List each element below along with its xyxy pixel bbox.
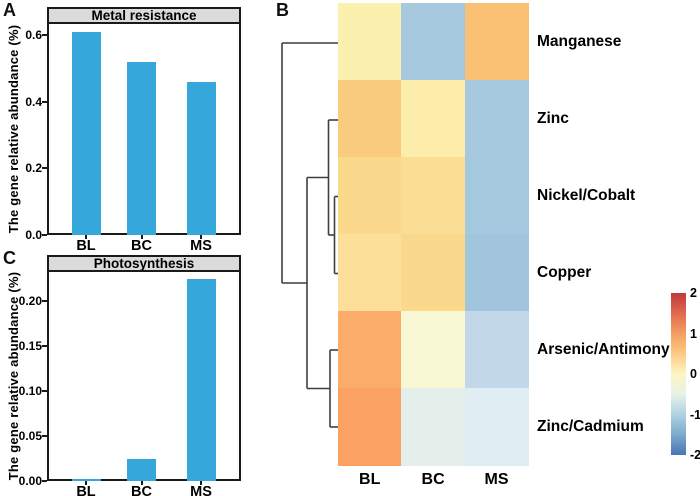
colorbar-tick-label: 0 bbox=[690, 367, 697, 381]
heatmap-cell-zinc-cadmium-BL bbox=[338, 388, 402, 466]
heatmap-cell-zinc-cadmium-BC bbox=[401, 388, 466, 466]
metal-bar-BL bbox=[71, 31, 101, 235]
metal-ytick-label: 0.6 bbox=[25, 27, 42, 42]
photo-ytick-mark bbox=[42, 300, 47, 302]
metal-ytick-mark bbox=[42, 100, 47, 103]
heatmap-cell-copper-BL bbox=[338, 234, 402, 312]
heatmap-cell-zinc-MS bbox=[464, 80, 529, 158]
metal-ytick-label: 0.2 bbox=[25, 161, 42, 176]
heatmap-cell-manganese-BC bbox=[401, 3, 466, 81]
heatmap-cell-arsenic-antimony-BL bbox=[338, 311, 402, 389]
metal-xtick-label: MS bbox=[190, 238, 212, 254]
heatmap-row-label: Copper bbox=[537, 263, 592, 281]
colorbar bbox=[671, 293, 686, 455]
heatmap-cell-copper-MS bbox=[464, 234, 529, 312]
photo-xtick-label: BC bbox=[131, 484, 152, 496]
photo-xtick-label: BL bbox=[76, 484, 96, 496]
heatmap-cell-manganese-BL bbox=[338, 3, 402, 81]
metal-xtick-mark bbox=[140, 235, 143, 239]
heatmap-cell-zinc-BC bbox=[401, 80, 466, 158]
photo-xtick-mark bbox=[200, 481, 202, 485]
colorbar-tick-label: -1 bbox=[690, 407, 700, 422]
colorbar-tick-label: -2 bbox=[690, 448, 700, 462]
photo-ytick-label: 0.20 bbox=[18, 294, 42, 308]
photo-xtick-mark bbox=[85, 481, 87, 485]
heatmap-cell-zinc-cadmium-MS bbox=[464, 388, 529, 466]
panel-b-label: B bbox=[276, 0, 289, 20]
photo-bar-MS bbox=[186, 278, 216, 481]
heatmap-cell-zinc-BL bbox=[338, 80, 402, 158]
heatmap-cell-copper-BC bbox=[401, 234, 466, 312]
metal-xtick-label: BL bbox=[76, 238, 96, 254]
photo-ytick-label: 0.05 bbox=[18, 429, 42, 443]
metal-bar-MS bbox=[186, 81, 216, 235]
heatmap-cell-nickel-cobalt-MS bbox=[464, 157, 529, 235]
heatmap-cell-arsenic-antimony-BC bbox=[401, 311, 466, 389]
photo-ytick-label: 0.15 bbox=[18, 339, 42, 353]
metal-ytick-label: 0.0 bbox=[25, 228, 42, 242]
panel-c-label: C bbox=[3, 248, 16, 268]
photo-ytick-label: 0.00 bbox=[18, 474, 42, 488]
heatmap-cell-nickel-cobalt-BL bbox=[338, 157, 402, 235]
panel-a-label: A bbox=[3, 0, 16, 20]
metal-ytick-mark bbox=[42, 33, 47, 36]
photo-ytick-mark bbox=[42, 480, 47, 482]
photo-xtick-label: MS bbox=[190, 484, 212, 496]
photo-bar-BL bbox=[71, 479, 101, 481]
photo-xtick-mark bbox=[140, 481, 143, 485]
colorbar-tick-label: 1 bbox=[690, 326, 697, 341]
metal-xtick-mark bbox=[200, 235, 202, 239]
heatmap-col-label: BL bbox=[359, 471, 381, 488]
heatmap-cell-arsenic-antimony-MS bbox=[464, 311, 529, 389]
heatmap-row-label: Zinc/Cadmium bbox=[537, 417, 644, 435]
metal-xtick-label: BC bbox=[131, 238, 152, 254]
heatmap-row-label: Zinc bbox=[537, 109, 569, 127]
metal-title: Metal resistance bbox=[47, 7, 241, 24]
photo-bar-BC bbox=[127, 458, 156, 481]
heatmap-row-label: Nickel/Cobalt bbox=[537, 186, 636, 204]
metal-ytick-label: 0.4 bbox=[25, 94, 42, 109]
metal-xtick-mark bbox=[85, 235, 87, 239]
photo-ytick-mark bbox=[42, 390, 47, 392]
metal-ytick-mark bbox=[42, 234, 47, 236]
photo-ytick-mark bbox=[42, 345, 47, 347]
heatmap-col-label: BC bbox=[421, 471, 445, 488]
heatmap-cell-nickel-cobalt-BC bbox=[401, 157, 466, 235]
colorbar-tick-label: 2 bbox=[690, 286, 697, 300]
metal-bar-BC bbox=[127, 61, 156, 235]
heatmap-row-label: Manganese bbox=[537, 32, 622, 50]
heatmap-cell-manganese-MS bbox=[464, 3, 529, 81]
heatmap-row-label: Arsenic/Antimony bbox=[537, 340, 670, 358]
photo-ytick-label: 0.10 bbox=[18, 384, 42, 398]
heatmap-col-label: MS bbox=[484, 471, 509, 488]
photo-ytick-mark bbox=[42, 435, 47, 437]
metal-ytick-mark bbox=[42, 167, 47, 170]
